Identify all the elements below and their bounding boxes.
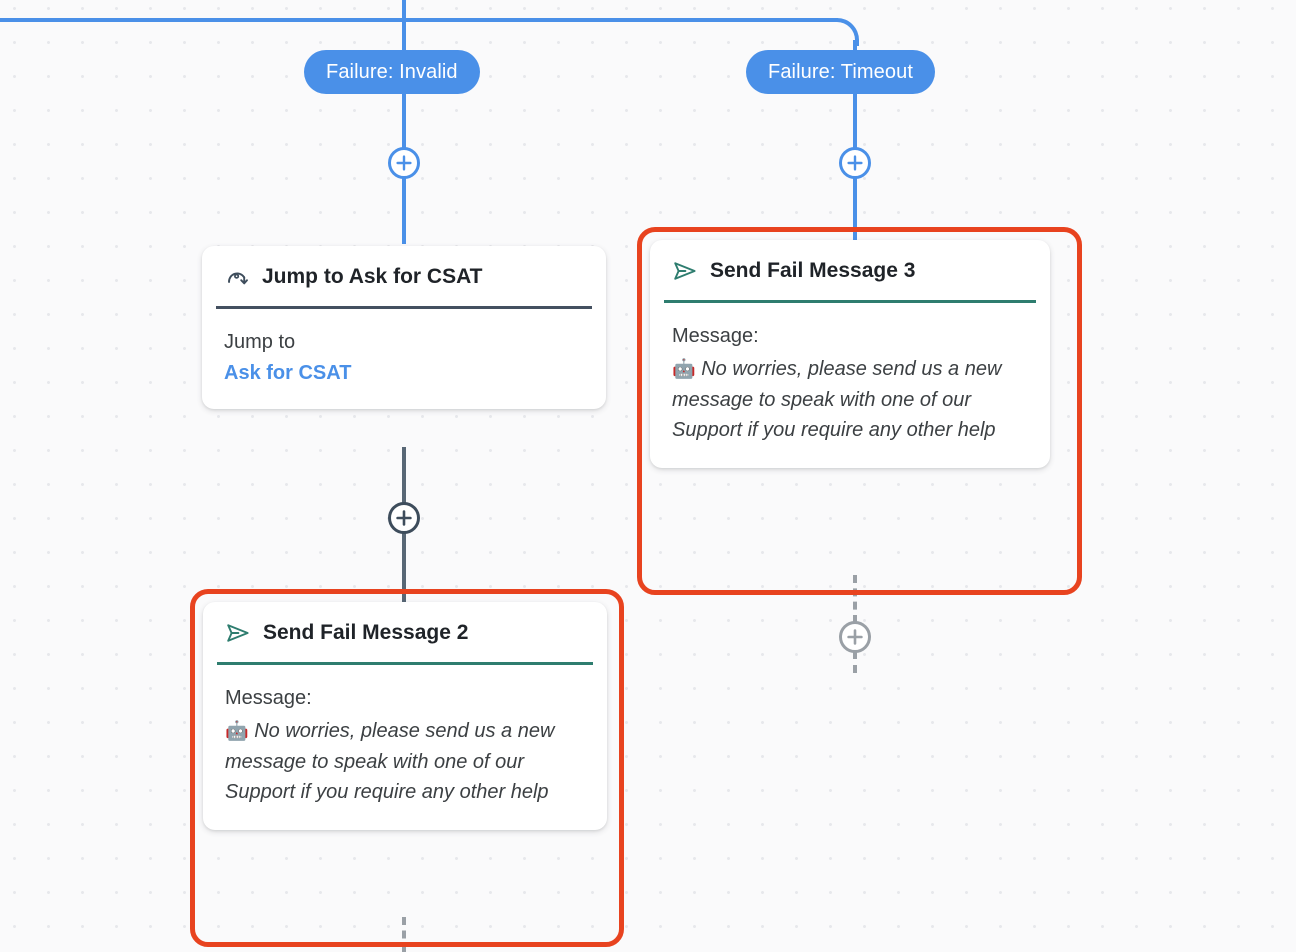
message-label: Message: bbox=[672, 325, 759, 347]
node-body: Message: 🤖 No worries, please send us a … bbox=[203, 665, 607, 830]
plus-icon bbox=[846, 154, 864, 172]
add-node-button-after-send-fail-message-3[interactable] bbox=[839, 621, 871, 653]
jump-arrow-icon bbox=[224, 264, 250, 290]
node-jump-to-ask-for-csat[interactable]: Jump to Ask for CSAT Jump to Ask for CSA… bbox=[202, 246, 606, 409]
node-body: Message: 🤖 No worries, please send us a … bbox=[650, 303, 1050, 468]
node-accent-divider bbox=[216, 306, 592, 309]
node-title: Send Fail Message 2 bbox=[263, 621, 469, 645]
plus-icon bbox=[395, 154, 413, 172]
add-node-button-after-failure-timeout[interactable] bbox=[839, 147, 871, 179]
jump-target-link[interactable]: Ask for CSAT bbox=[224, 362, 352, 384]
edge-send2-dashed-out bbox=[402, 917, 406, 952]
robot-emoji: 🤖 bbox=[225, 721, 249, 742]
add-node-button-after-jump-node[interactable] bbox=[388, 502, 420, 534]
edge-corner-timeout bbox=[834, 18, 859, 46]
add-node-button-after-failure-invalid[interactable] bbox=[388, 147, 420, 179]
message-content: No worries, please send us a new message… bbox=[672, 358, 1002, 442]
plus-icon bbox=[395, 509, 413, 527]
message-text: 🤖 No worries, please send us a new messa… bbox=[225, 716, 585, 808]
edge-label-failure-invalid[interactable]: Failure: Invalid bbox=[304, 50, 480, 94]
node-header: Send Fail Message 3 bbox=[650, 240, 1050, 300]
node-header: Send Fail Message 2 bbox=[203, 602, 607, 662]
edge-invalid-top bbox=[402, 0, 406, 52]
edge-send3-dashed-out bbox=[853, 575, 857, 623]
edge-label-failure-timeout[interactable]: Failure: Timeout bbox=[746, 50, 935, 94]
robot-emoji: 🤖 bbox=[672, 359, 696, 380]
message-text: 🤖 No worries, please send us a new messa… bbox=[672, 354, 1028, 446]
edge-timeout-top bbox=[853, 40, 857, 54]
node-accent-divider bbox=[217, 662, 593, 665]
node-body: Jump to Ask for CSAT bbox=[202, 309, 606, 409]
node-title: Send Fail Message 3 bbox=[710, 259, 916, 283]
jump-to-label: Jump to bbox=[224, 331, 296, 353]
message-label: Message: bbox=[225, 687, 312, 709]
message-content: No worries, please send us a new message… bbox=[225, 720, 555, 804]
send-icon bbox=[672, 258, 698, 284]
send-icon bbox=[225, 620, 251, 646]
edge-horizontal-bus bbox=[0, 18, 838, 22]
node-accent-divider bbox=[664, 300, 1036, 303]
node-header: Jump to Ask for CSAT bbox=[202, 246, 606, 306]
edge-send3-dashed-tail bbox=[853, 651, 857, 673]
node-title: Jump to Ask for CSAT bbox=[262, 265, 483, 289]
node-send-fail-message-3[interactable]: Send Fail Message 3 Message: 🤖 No worrie… bbox=[637, 227, 1082, 595]
plus-icon bbox=[846, 628, 864, 646]
node-send-fail-message-2[interactable]: Send Fail Message 2 Message: 🤖 No worrie… bbox=[190, 589, 624, 947]
